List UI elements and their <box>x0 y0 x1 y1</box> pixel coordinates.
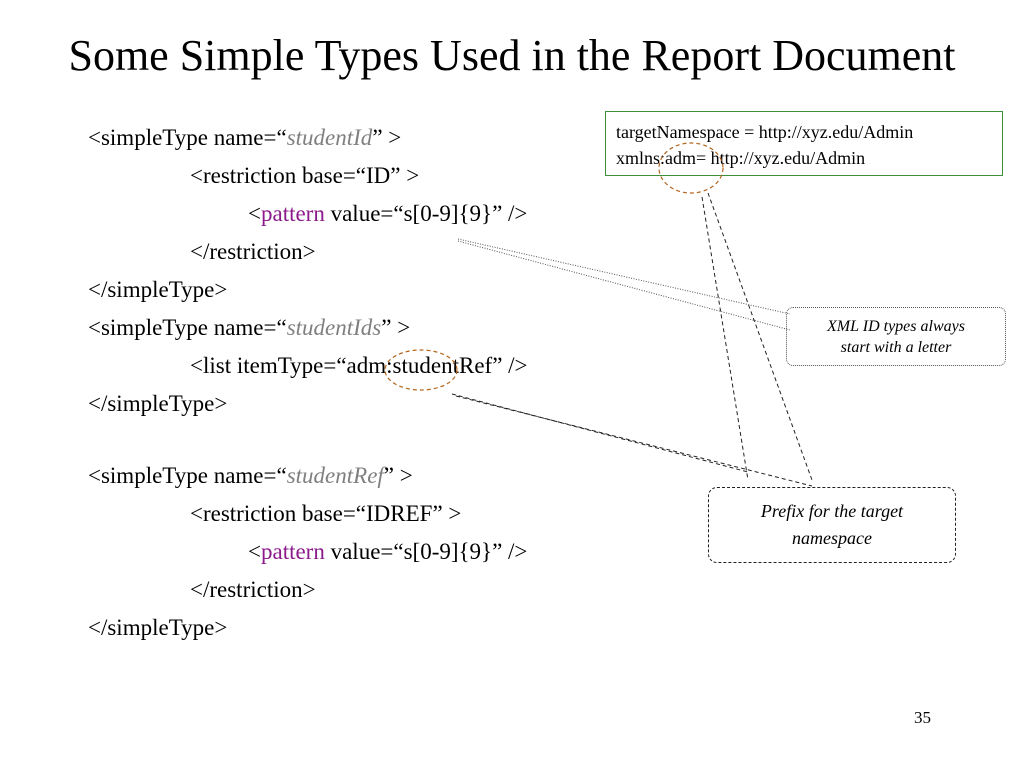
code-line: </restriction> <box>190 577 316 602</box>
type-name: studentIds <box>286 315 382 340</box>
code-line: </simpleType> <box>88 277 228 302</box>
xmlns-adm-line: xmlns:adm= http://xyz.edu/Admin <box>616 148 866 168</box>
code-line: <simpleType name=“studentRef” > <box>88 463 413 488</box>
code-line: <pattern value=“s[0-9]{9}” /> <box>248 539 528 564</box>
namespace-box: targetNamespace = http://xyz.edu/Admin x… <box>605 111 1003 176</box>
code-line: </restriction> <box>190 239 316 264</box>
code-line: <restriction base=“ID” > <box>190 163 420 188</box>
page-number: 35 <box>914 708 931 727</box>
code-line: <pattern value=“s[0-9]{9}” /> <box>248 201 528 226</box>
prefix-connector-line <box>701 196 749 481</box>
code-line: <simpleType name=“studentIds” > <box>88 315 411 340</box>
adm-prefix-ellipse <box>384 349 458 391</box>
code-line: <list itemType=“adm:studentRef” /> <box>190 353 528 378</box>
type-name: studentId <box>286 125 373 150</box>
type-name: studentRef <box>286 463 384 488</box>
code-line: </simpleType> <box>88 615 228 640</box>
prefix-connector-line <box>451 393 749 473</box>
target-namespace-line: targetNamespace = http://xyz.edu/Admin <box>616 122 914 142</box>
pattern-keyword: pattern <box>260 201 325 226</box>
adm-highlight-ellipse <box>658 142 724 194</box>
slide-title: Some Simple Types Used in the Report Doc… <box>68 31 956 80</box>
id-connector-line <box>457 240 791 331</box>
code-line: </simpleType> <box>88 391 228 416</box>
prefix-callout: Prefix for the target namespace <box>708 487 956 563</box>
pattern-keyword: pattern <box>260 539 325 564</box>
id-connector-line <box>457 238 791 315</box>
prefix-connector-line <box>707 192 813 481</box>
code-line: <simpleType name=“studentId” > <box>88 125 402 150</box>
id-types-callout: XML ID types always start with a letter <box>786 307 1006 366</box>
prefix-connector-line <box>455 395 813 487</box>
code-line: <restriction base=“IDREF” > <box>190 501 462 526</box>
